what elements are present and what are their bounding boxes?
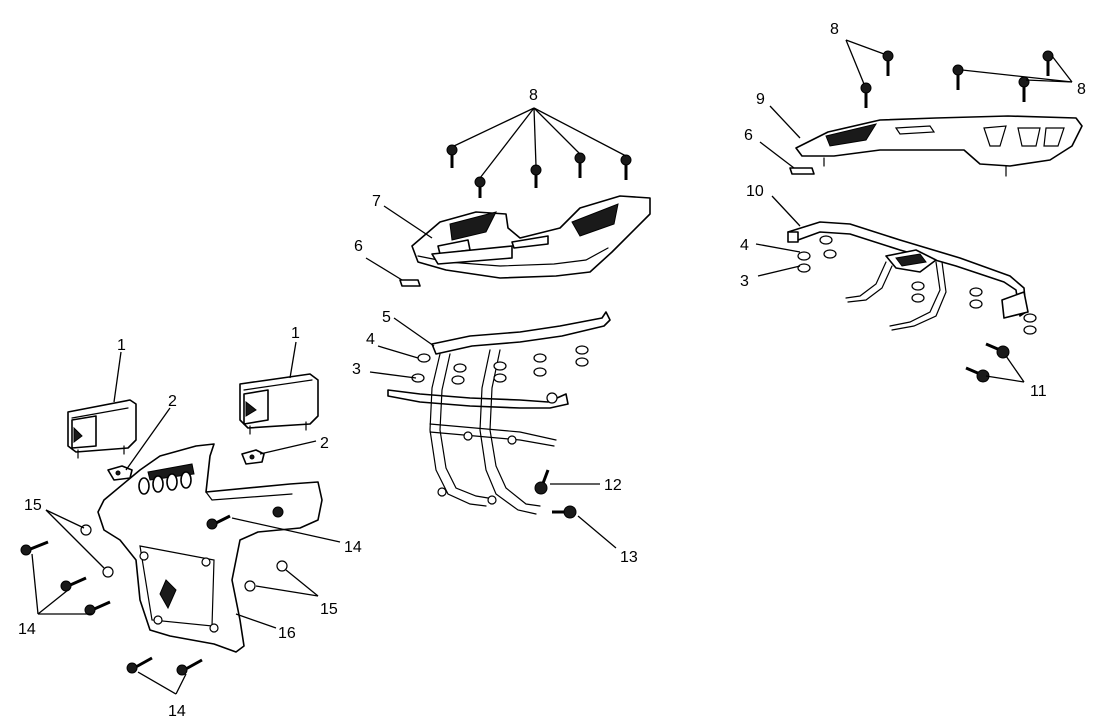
bolt-13 [552, 505, 577, 519]
callout-14-mid: 14 [344, 539, 362, 556]
callout-11: 11 [1030, 383, 1047, 400]
callout-16: 16 [278, 625, 296, 642]
callout-2-right: 2 [320, 435, 329, 452]
headlight-right [239, 373, 319, 435]
callout-14-left: 14 [18, 621, 36, 638]
callout-1-right: 1 [291, 325, 300, 342]
callout-6-center: 6 [354, 238, 363, 255]
callout-2-left: 2 [168, 393, 177, 410]
callout-3-right: 3 [740, 273, 749, 290]
bolt-14d [84, 600, 111, 616]
nut-15b [102, 566, 114, 578]
callout-1-left: 1 [117, 337, 126, 354]
washers-right [797, 235, 1037, 335]
callout-8-top: 8 [830, 21, 839, 38]
callout-10: 10 [746, 183, 764, 200]
bolt-14a [206, 514, 231, 530]
front-rack-frame [387, 311, 611, 515]
callout-6-right: 6 [744, 127, 753, 144]
callout-13: 13 [620, 549, 638, 566]
bolt-14f [176, 658, 203, 676]
callout-4-center: 4 [366, 331, 375, 348]
callout-4-right: 4 [740, 237, 749, 254]
callout-15-right: 15 [320, 601, 338, 618]
bolt-12 [534, 469, 550, 495]
bolt-14e [126, 656, 153, 674]
callout-14-bottom: 14 [168, 703, 186, 720]
clip-right [241, 449, 265, 465]
callout-labels: 1 1 2 2 3 4 5 6 7 8 8 8 9 6 10 4 3 11 12… [18, 21, 1086, 720]
callout-8-center: 8 [529, 87, 538, 104]
leader-lines [31, 39, 1073, 695]
callout-5: 5 [382, 309, 391, 326]
nut-15d [244, 580, 256, 592]
clip-left [107, 465, 133, 481]
headlight-left [67, 399, 137, 459]
bolt-14c [60, 576, 87, 592]
nut-15c [276, 560, 288, 572]
callout-7: 7 [372, 193, 381, 210]
nut-15a [80, 524, 92, 536]
pad-6-right [789, 167, 815, 175]
callout-15-left: 15 [24, 497, 42, 514]
washers-center [411, 345, 589, 385]
pad-6-center [399, 279, 421, 287]
rear-rack-frame [787, 221, 1029, 331]
bolts-8-center [446, 144, 632, 198]
callout-8-right: 8 [1077, 81, 1086, 98]
callout-3-center: 3 [352, 361, 361, 378]
bolt-14b [20, 540, 49, 556]
callout-9: 9 [756, 91, 765, 108]
front-cowl [97, 443, 323, 653]
callout-12: 12 [604, 477, 622, 494]
rear-rack [795, 115, 1083, 177]
bolts-8-right [860, 50, 1054, 108]
front-rack [411, 195, 651, 279]
